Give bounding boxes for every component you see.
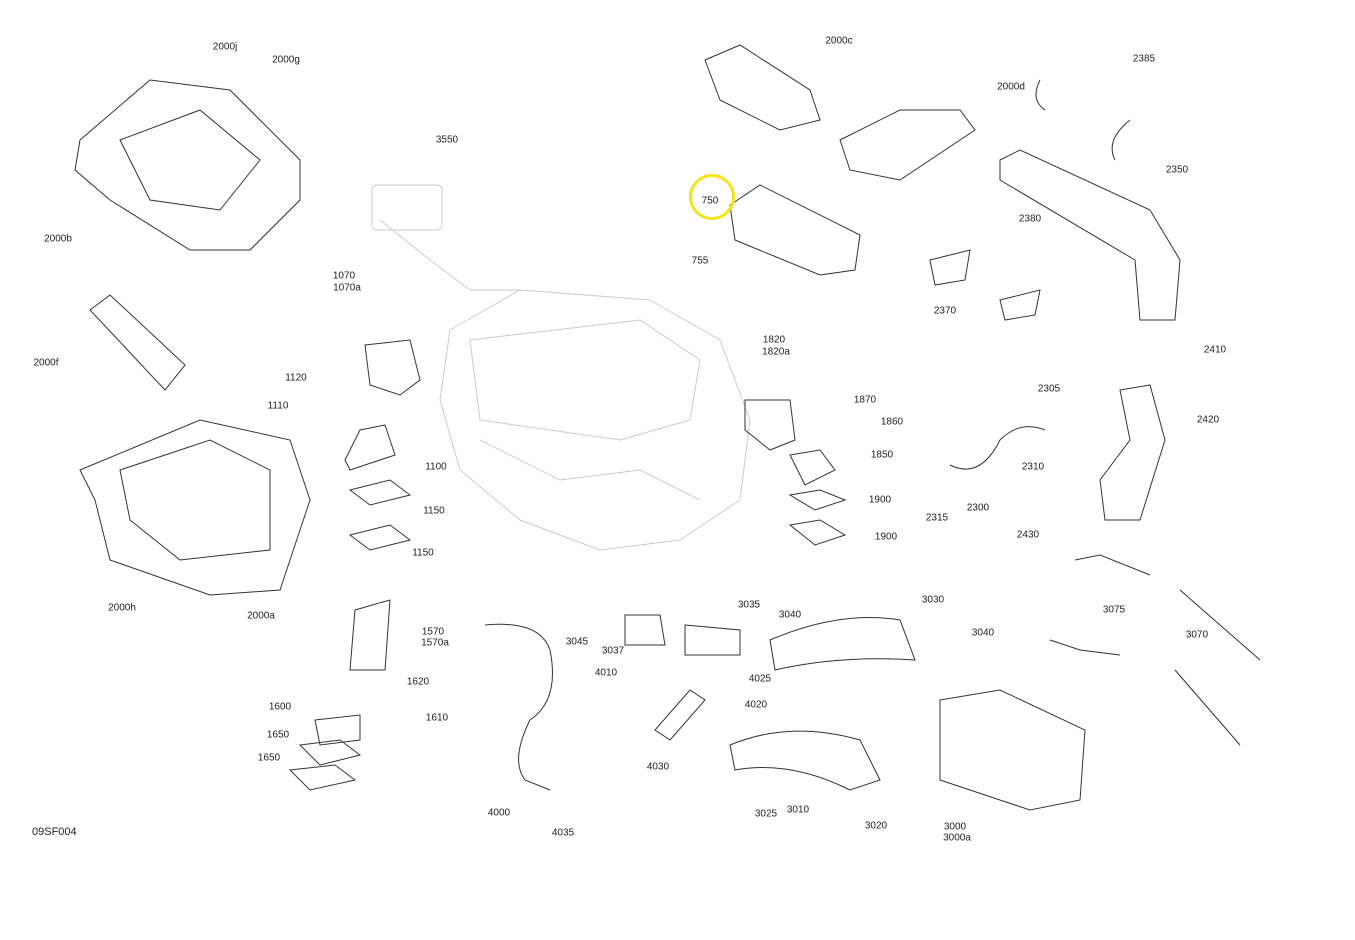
part-label[interactable]: 1620 [406,676,430,688]
part-label[interactable]: 1610 [425,712,449,724]
shim-1900 [788,489,847,546]
part-label[interactable]: 2385 [1132,53,1156,65]
part-label[interactable]: 755 [691,255,709,267]
part-label[interactable]: 3000 [943,821,967,833]
part-label[interactable]: 2000a [247,610,275,622]
part-label[interactable]: 4020 [744,699,768,711]
mount-1600 [314,714,361,746]
part-label[interactable]: 3037 [601,645,625,657]
hose-3030 [769,617,916,671]
part-label[interactable]: 2000f [33,357,59,369]
part-label[interactable]: 3035 [737,599,761,611]
part-label[interactable]: 3045 [565,636,589,648]
part-label[interactable]: 2300 [966,502,990,514]
sleeve-3037 [624,614,666,646]
part-label[interactable]: 1110 [267,400,289,412]
part-label[interactable]: 1820a [762,346,790,358]
upper-cover-2000b [74,79,301,251]
part-label[interactable]: 1870 [853,394,877,406]
hose-3010 [729,730,881,791]
part-label[interactable]: 3030 [921,594,945,606]
part-label[interactable]: 2410 [1203,344,1227,356]
part-label[interactable]: 1570 [421,626,445,638]
part-label[interactable]: 3000a [943,832,971,844]
hose-2420 [1099,384,1166,521]
part-label[interactable]: 2430 [1016,529,1040,541]
part-label[interactable]: 2305 [1037,383,1061,395]
part-label[interactable]: 1900 [874,531,898,543]
part-label[interactable]: 3040 [778,609,802,621]
part-label[interactable]: 2000c [825,35,853,47]
part-label[interactable]: 3020 [864,820,888,832]
part-label[interactable]: 2370 [933,305,957,317]
part-label[interactable]: 2350 [1165,164,1189,176]
clips-2385 [1035,79,1131,161]
strap-3070 [1174,589,1261,746]
part-label[interactable]: 3040 [971,627,995,639]
part-label[interactable]: 1100 [425,461,447,473]
part-label[interactable]: 4030 [646,761,670,773]
mount-1850 [744,399,836,486]
diagram-code: 09SF004 [32,826,77,838]
part-label[interactable]: 1120 [285,372,307,384]
pipe-4010 [484,623,553,791]
part-label[interactable]: 1600 [268,701,292,713]
intercooler-3000 [939,689,1086,811]
part-label[interactable]: 2000j [212,41,238,53]
hose-2300 [949,426,1046,470]
sensor-3035 [684,624,741,656]
part-label[interactable]: 1820 [762,334,786,346]
part-label[interactable]: 1650 [257,752,281,764]
part-label[interactable]: 2000g [272,54,300,66]
lower-tray-2000a [79,419,311,596]
part-label[interactable]: 4025 [748,673,772,685]
part-label[interactable]: 1850 [870,449,894,461]
duct-2000c [704,44,821,131]
mount-1070 [344,339,421,471]
part-label[interactable]: 4000 [487,807,511,819]
part-label[interactable]: 1570a [421,637,449,649]
part-label[interactable]: 3075 [1102,604,1126,616]
part-label[interactable]: 1070a [333,282,361,294]
part-label[interactable]: 4010 [594,667,618,679]
part-label[interactable]: 3070 [1185,629,1209,641]
part-label[interactable]: 4035 [551,827,575,839]
hose-2350 [999,149,1181,321]
part-label[interactable]: 1150 [423,505,445,517]
part-label[interactable]: 1150 [412,547,434,559]
part-label[interactable]: 3010 [786,804,810,816]
part-label[interactable]: 2315 [925,512,949,524]
part-label[interactable]: 1650 [266,729,290,741]
part-label[interactable]: 3550 [435,134,459,146]
strap-3075 [1049,554,1151,656]
part-750 [729,184,861,276]
shim-1150 [348,479,412,551]
part-label[interactable]: 1070 [332,270,356,282]
hose-2000f [89,294,186,391]
part-label[interactable]: 2380 [1018,213,1042,225]
part-label[interactable]: 2000b [44,233,72,245]
shim-1650 [288,739,362,791]
part-label[interactable]: 2000d [997,81,1025,93]
engine-block-faded [371,184,751,551]
bracket-2370 [929,249,1041,321]
highlight-circle-750 [689,174,735,220]
hose-4020 [654,689,706,741]
part-label[interactable]: 2310 [1021,461,1045,473]
part-label[interactable]: 2420 [1196,414,1220,426]
part-label[interactable]: 1900 [868,494,892,506]
hose-2000d [839,109,976,181]
mount-1570 [349,599,391,671]
part-label[interactable]: 3025 [754,808,778,820]
part-label[interactable]: 2000h [108,602,136,614]
part-label[interactable]: 1860 [880,416,904,428]
part-label-highlighted[interactable]: 750 [701,195,719,207]
